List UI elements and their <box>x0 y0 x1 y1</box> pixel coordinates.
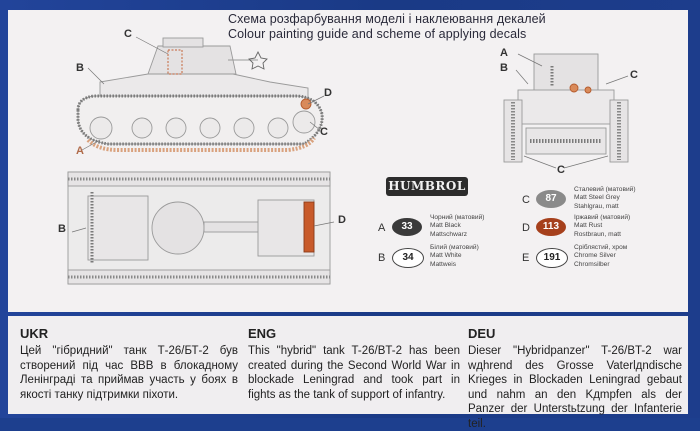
callout-front-b: B <box>500 62 508 74</box>
paint-name-de: Stahlgrau, matt <box>574 202 619 210</box>
callout-side-a: A <box>76 145 84 157</box>
description-panel: UKR Цей "гібридний" танк Т-26/БТ-2 був с… <box>8 316 688 430</box>
front-view-drawing <box>503 53 629 163</box>
paint-description: Сріблястий, хром Chrome Silver Chromsilb… <box>574 244 627 269</box>
callout-side-d: D <box>324 87 332 99</box>
paint-letter: E <box>522 252 530 264</box>
paint-name-en: Matt White <box>430 252 462 260</box>
paint-name-ua: Чорний (матовий) <box>430 214 485 221</box>
callout-side-b: B <box>76 62 84 74</box>
callout-top-b: B <box>58 223 66 235</box>
callout-side-c-top: C <box>124 28 132 40</box>
paint-name-en: Chrome Silver <box>574 252 616 260</box>
paint-chip-87: 87 <box>536 190 566 208</box>
paint-letter: B <box>378 252 386 264</box>
paint-name-de: Mattschwarz <box>430 230 468 238</box>
callout-front-a: A <box>500 47 508 59</box>
title-english: Colour painting guide and scheme of appl… <box>228 27 527 41</box>
paint-letter: C <box>522 194 530 206</box>
paint-name-en: Matt Steel Grey <box>574 194 620 202</box>
paint-name-ua: Білий (матовий) <box>430 244 479 251</box>
paint-description: Чорний (матовий) Matt Black Mattschwarz <box>430 214 485 239</box>
paint-chip-33: 33 <box>392 218 422 236</box>
paint-name-de: Rostbraun, matt <box>574 230 621 238</box>
paint-chip-34: 34 <box>392 248 424 268</box>
humbrol-logo: HUMBROL <box>386 177 468 196</box>
heading-eng: ENG <box>248 326 277 341</box>
paint-name-ua: Сталевий (матовий) <box>574 186 636 193</box>
title-ukrainian: Схема розфарбування моделі і наклеювання… <box>228 12 546 26</box>
paint-chip-113: 113 <box>536 218 566 236</box>
paint-chip-191: 191 <box>536 248 568 268</box>
paint-description: Білий (матовий) Matt White Mattweis <box>430 244 479 269</box>
paint-name-en: Matt Black <box>430 222 461 230</box>
paint-name-de: Chromsilber <box>574 260 610 268</box>
paint-letter: D <box>522 222 530 234</box>
heading-ukr: UKR <box>20 326 49 341</box>
paint-description: Сталевий (матовий) Matt Steel Grey Stahl… <box>574 186 636 211</box>
text-eng: This "hybrid" tank T-26/BT-2 has been cr… <box>248 345 460 401</box>
paint-letter: A <box>378 222 386 234</box>
side-view-drawing <box>76 37 324 152</box>
callout-front-c-right: C <box>630 69 638 81</box>
callout-front-c-bottom: C <box>557 164 565 176</box>
text-ukr: Цей "гібридний" танк Т-26/БТ-2 був створ… <box>20 345 238 401</box>
paint-name-ua: Сріблястий, хром <box>574 244 628 251</box>
paint-name-en: Matt Rust <box>574 222 603 230</box>
top-view-drawing <box>67 171 331 285</box>
callout-top-d: D <box>338 214 346 226</box>
tank-drawings <box>67 36 629 285</box>
callout-side-c-right: C <box>320 126 328 138</box>
paint-name-de: Mattweis <box>430 260 457 268</box>
paint-name-ua: Іржавий (матовий) <box>574 214 631 221</box>
paint-description: Іржавий (матовий) Matt Rust Rostbraun, m… <box>574 214 630 239</box>
heading-deu: DEU <box>468 326 496 341</box>
